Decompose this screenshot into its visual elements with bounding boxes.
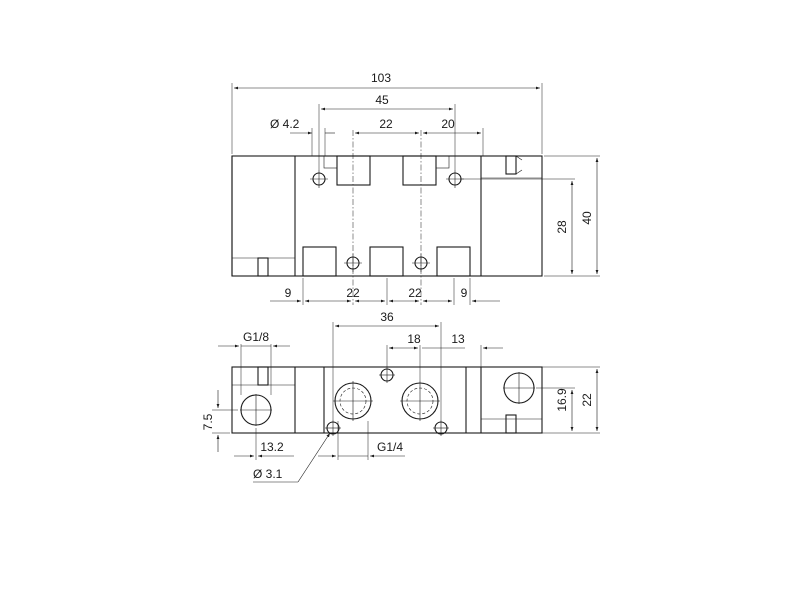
dim-bottom-9-left: 9	[285, 286, 292, 300]
dim-pilot-port: G1/8	[243, 330, 269, 344]
dim-main-port: G1/4	[377, 440, 403, 454]
dim-port-spacing-36: 36	[380, 310, 394, 324]
dim-height-22: 22	[580, 393, 594, 407]
pilot-port-right	[503, 372, 535, 404]
dim-offset-7-5: 7.5	[201, 413, 215, 430]
upper-pocket-right	[402, 155, 437, 186]
small-hole-bottom-left	[325, 420, 341, 436]
dim-bottom-22-right: 22	[408, 286, 422, 300]
dim-offset-13-2: 13.2	[260, 440, 284, 454]
dim-offset-13: 13	[451, 332, 465, 346]
dim-bottom-9-right: 9	[461, 286, 468, 300]
main-port-left	[333, 381, 373, 421]
lower-pocket-3	[436, 246, 471, 277]
dim-port-spacing-18: 18	[407, 332, 421, 346]
lower-pocket-2	[369, 246, 404, 277]
pilot-port-left	[240, 394, 272, 426]
dim-mount-hole-dia: Ø 4.2	[270, 117, 300, 131]
dim-bottom-22-left: 22	[346, 286, 360, 300]
top-view: 103 45 Ø 4.2 22 20 28 40 9 22 22 9	[231, 71, 600, 305]
dim-small-hole-dia: Ø 3.1	[253, 467, 283, 481]
front-left-tab	[257, 366, 269, 386]
front-view: G1/8 36 18 13 16.9 22 7.5 13.2 G1/4 Ø 3.…	[201, 310, 600, 483]
dim-top-spacing-22: 22	[379, 117, 393, 131]
mount-hole-top-left	[310, 170, 328, 188]
dim-top-spacing-20: 20	[441, 117, 455, 131]
dim-pitch-45: 45	[375, 93, 389, 107]
dim-height-28: 28	[555, 220, 569, 234]
lower-pocket-1	[302, 246, 337, 277]
main-port-right	[400, 381, 440, 421]
left-cap-tab	[257, 257, 269, 277]
dim-height-40: 40	[580, 211, 594, 225]
right-cap-tab	[505, 155, 517, 175]
upper-pocket-left	[336, 155, 371, 186]
small-hole-top	[379, 367, 395, 383]
dim-height-16-9: 16.9	[555, 388, 569, 412]
dim-overall-length: 103	[371, 71, 391, 85]
small-hole-bottom-right	[433, 420, 449, 436]
front-right-tab	[505, 414, 517, 434]
